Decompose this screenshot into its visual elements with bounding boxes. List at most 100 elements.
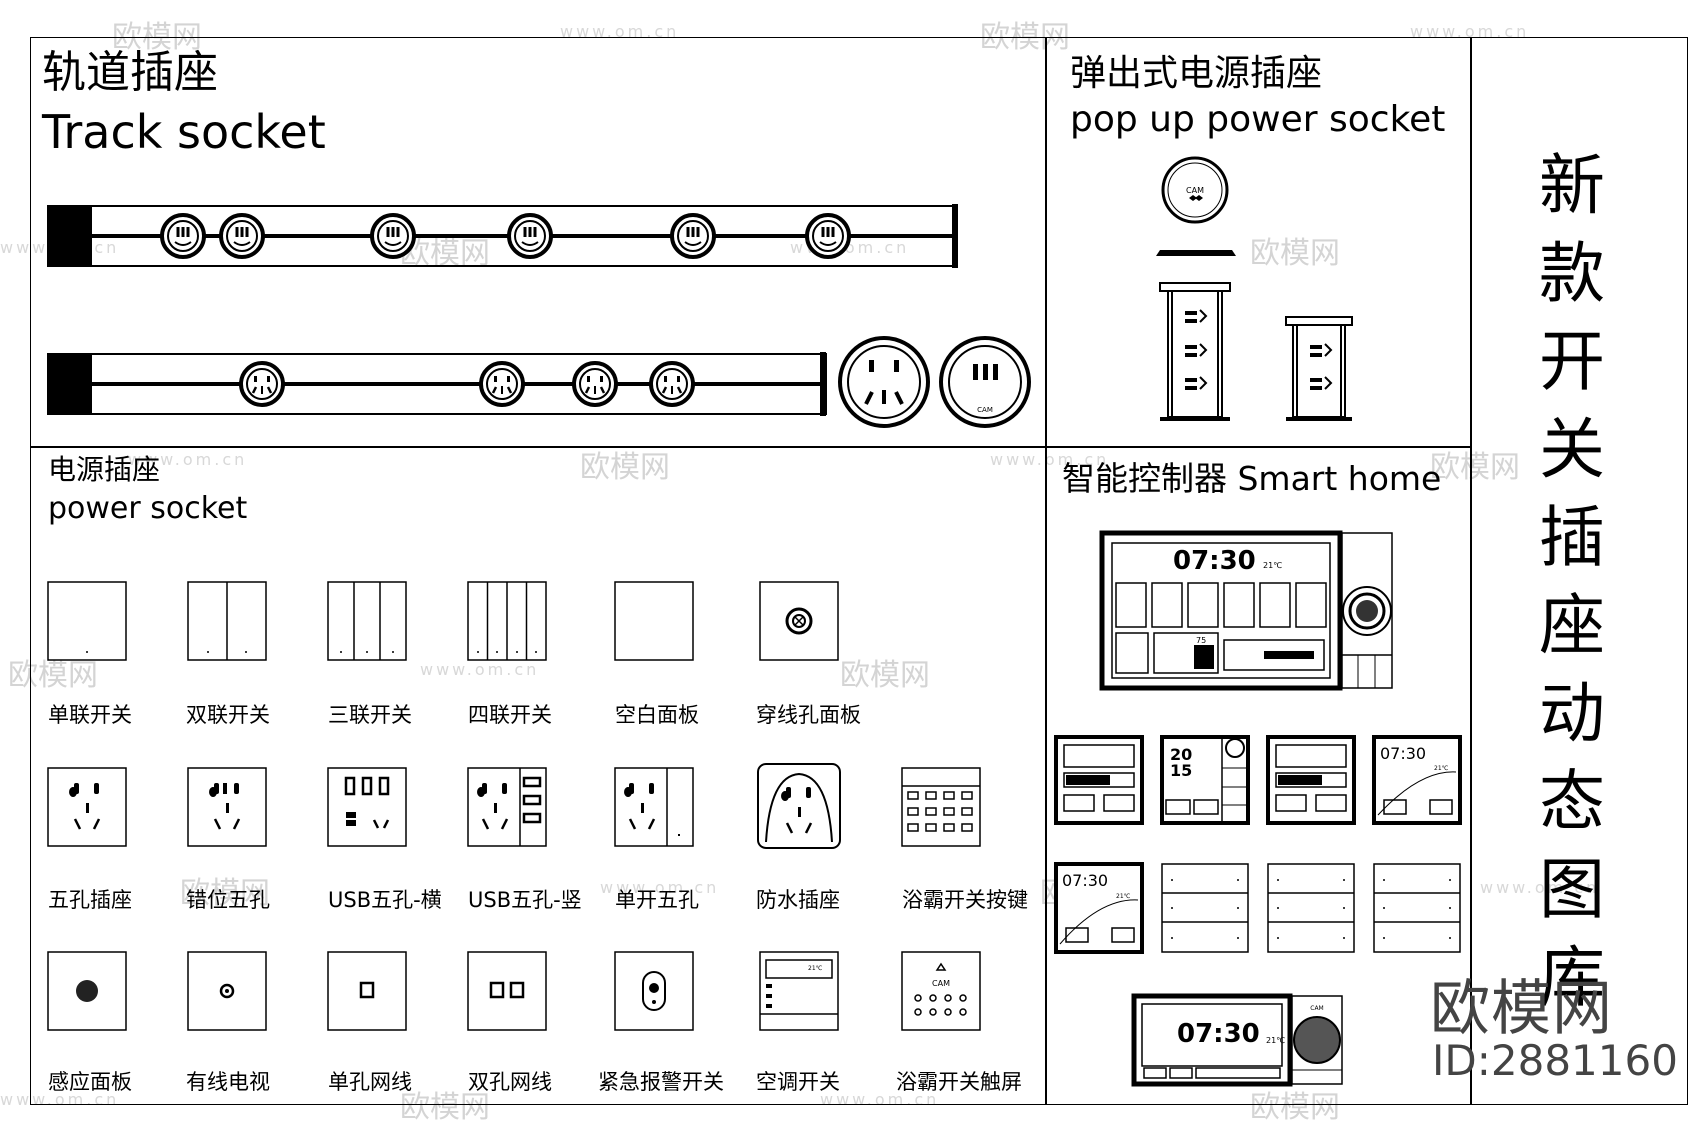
cam-label: CAM — [1310, 1005, 1323, 1012]
panel-emergency-switch — [614, 951, 694, 1031]
divider-horizontal — [30, 446, 1471, 448]
cam-label: CAM — [977, 406, 993, 414]
divider-vertical — [1470, 37, 1472, 1105]
panel-usb-horizontal — [327, 767, 407, 847]
label-emergency-switch: 紧急报警开关 — [598, 1070, 724, 1094]
label-single-switch: 单联开关 — [48, 703, 132, 727]
track-socket-five-hole — [572, 361, 618, 407]
popup-outlet — [1185, 376, 1208, 390]
panel-triple-switch — [327, 581, 407, 661]
label-bath-heater-touch: 浴霸开关触屏 — [896, 1070, 1022, 1094]
track-socket-three-hole — [370, 213, 416, 259]
panel-double-switch — [187, 581, 267, 661]
panel-offset-five-hole — [187, 767, 267, 847]
smart-button-panel — [1267, 863, 1355, 953]
label-single-network: 单孔网线 — [328, 1070, 412, 1094]
smart-panel-3 — [1266, 735, 1356, 825]
main-vertical-title: 新款开关插座动态图库 — [1532, 142, 1612, 1022]
panel-ac-switch: 21℃ — [759, 951, 839, 1031]
popup-closed-side — [1156, 250, 1236, 256]
panel-switch-five-hole — [614, 767, 694, 847]
panel-blank — [614, 581, 694, 661]
panel-waterproof-socket — [757, 763, 841, 849]
panel-cable-tv — [187, 951, 267, 1031]
svg-text:CAM: CAM — [932, 979, 950, 988]
main-title-char: 座 — [1539, 587, 1605, 664]
main-title-char: 开 — [1539, 323, 1605, 400]
smart-panel-5: 07:30 21℃ — [1054, 862, 1144, 954]
label-double-network: 双孔网线 — [468, 1070, 552, 1094]
clock-time: 07:30 — [1173, 546, 1256, 576]
label-switch-five-hole: 单开五孔 — [615, 888, 699, 912]
track-title-en: Track socket — [42, 105, 326, 159]
label-ac-switch: 空调开关 — [756, 1070, 840, 1094]
temperature: 21℃ — [1263, 561, 1282, 570]
main-title-char: 关 — [1539, 411, 1605, 488]
panel-cable-hole — [759, 581, 839, 661]
temperature: 21℃ — [1434, 765, 1449, 772]
label-cable-tv: 有线电视 — [186, 1070, 270, 1094]
panel-bath-heater-buttons — [901, 767, 981, 847]
track-socket-five-hole — [649, 361, 695, 407]
popup-outlet — [1310, 343, 1333, 357]
panel-usb-vertical — [467, 767, 547, 847]
label-offset-five-hole: 错位五孔 — [186, 888, 270, 912]
clock-time: 07:30 — [1380, 744, 1426, 763]
label-quad-switch: 四联开关 — [468, 703, 552, 727]
track-socket-five-hole — [239, 361, 285, 407]
track-socket-three-hole — [805, 213, 851, 259]
svg-text:21℃: 21℃ — [808, 965, 823, 972]
power-title-en: power socket — [48, 491, 248, 526]
smart-panel-4: 07:30 21℃ — [1372, 735, 1462, 825]
level-value: 75 — [1196, 636, 1206, 645]
label-blank-panel: 空白面板 — [615, 703, 699, 727]
label-double-switch: 双联开关 — [186, 703, 270, 727]
brand-logo: 欧模网 — [1430, 974, 1613, 1044]
popup-top-view: CAM — [1161, 156, 1229, 224]
main-title-char: 图 — [1539, 851, 1605, 928]
label-usb-horizontal: USB五孔-横 — [328, 888, 442, 912]
power-title-cn: 电源插座 — [48, 453, 161, 486]
label-cable-hole-panel: 穿线孔面板 — [756, 703, 861, 727]
year-b: 15 — [1170, 761, 1192, 780]
main-title-char: 插 — [1539, 499, 1605, 576]
clock-time: 07:30 — [1062, 871, 1108, 890]
main-title-char: 态 — [1539, 763, 1605, 840]
popup-title-en: pop up power socket — [1070, 99, 1446, 140]
main-controller: 07:30 21℃ 75 — [1099, 530, 1393, 691]
main-title-char: 款 — [1539, 235, 1605, 312]
track-sockets — [160, 213, 851, 407]
outer-frame — [30, 37, 1688, 1105]
label-sensor-panel: 感应面板 — [48, 1070, 132, 1094]
popup-short-open — [1285, 316, 1353, 421]
track-socket-three-hole — [507, 213, 553, 259]
track-socket-three-hole — [160, 213, 206, 259]
panel-quad-switch — [467, 581, 547, 661]
main-title-char: 库 — [1539, 939, 1605, 1016]
temperature: 21℃ — [1266, 1036, 1285, 1045]
round-socket-five-hole — [838, 336, 930, 428]
label-waterproof-socket: 防水插座 — [756, 888, 840, 912]
label-triple-switch: 三联开关 — [328, 703, 412, 727]
panel-single-network — [327, 951, 407, 1031]
main-title-char: 新 — [1539, 147, 1605, 224]
main-title-char: 动 — [1539, 675, 1605, 752]
round-socket-three-hole — [939, 336, 1031, 428]
popup-title-cn: 弹出式电源插座 — [1070, 53, 1323, 94]
label-five-hole-socket: 五孔插座 — [48, 888, 132, 912]
label-usb-vertical: USB五孔-竖 — [468, 888, 582, 912]
main-title-text: 新款开关插座动态图库 — [1532, 142, 1612, 1022]
divider-vertical — [1045, 37, 1047, 1105]
popup-outlet — [1310, 376, 1333, 390]
track-rail-2 — [47, 352, 827, 416]
bottom-controller: 07:30 21℃ CAM — [1131, 993, 1343, 1087]
popup-tall-open — [1159, 282, 1231, 421]
smart-button-panel — [1373, 863, 1461, 953]
track-socket-three-hole — [670, 213, 716, 259]
track-socket-three-hole — [219, 213, 265, 259]
clock-time: 07:30 — [1177, 1019, 1260, 1049]
cam-label: CAM — [1186, 186, 1204, 195]
